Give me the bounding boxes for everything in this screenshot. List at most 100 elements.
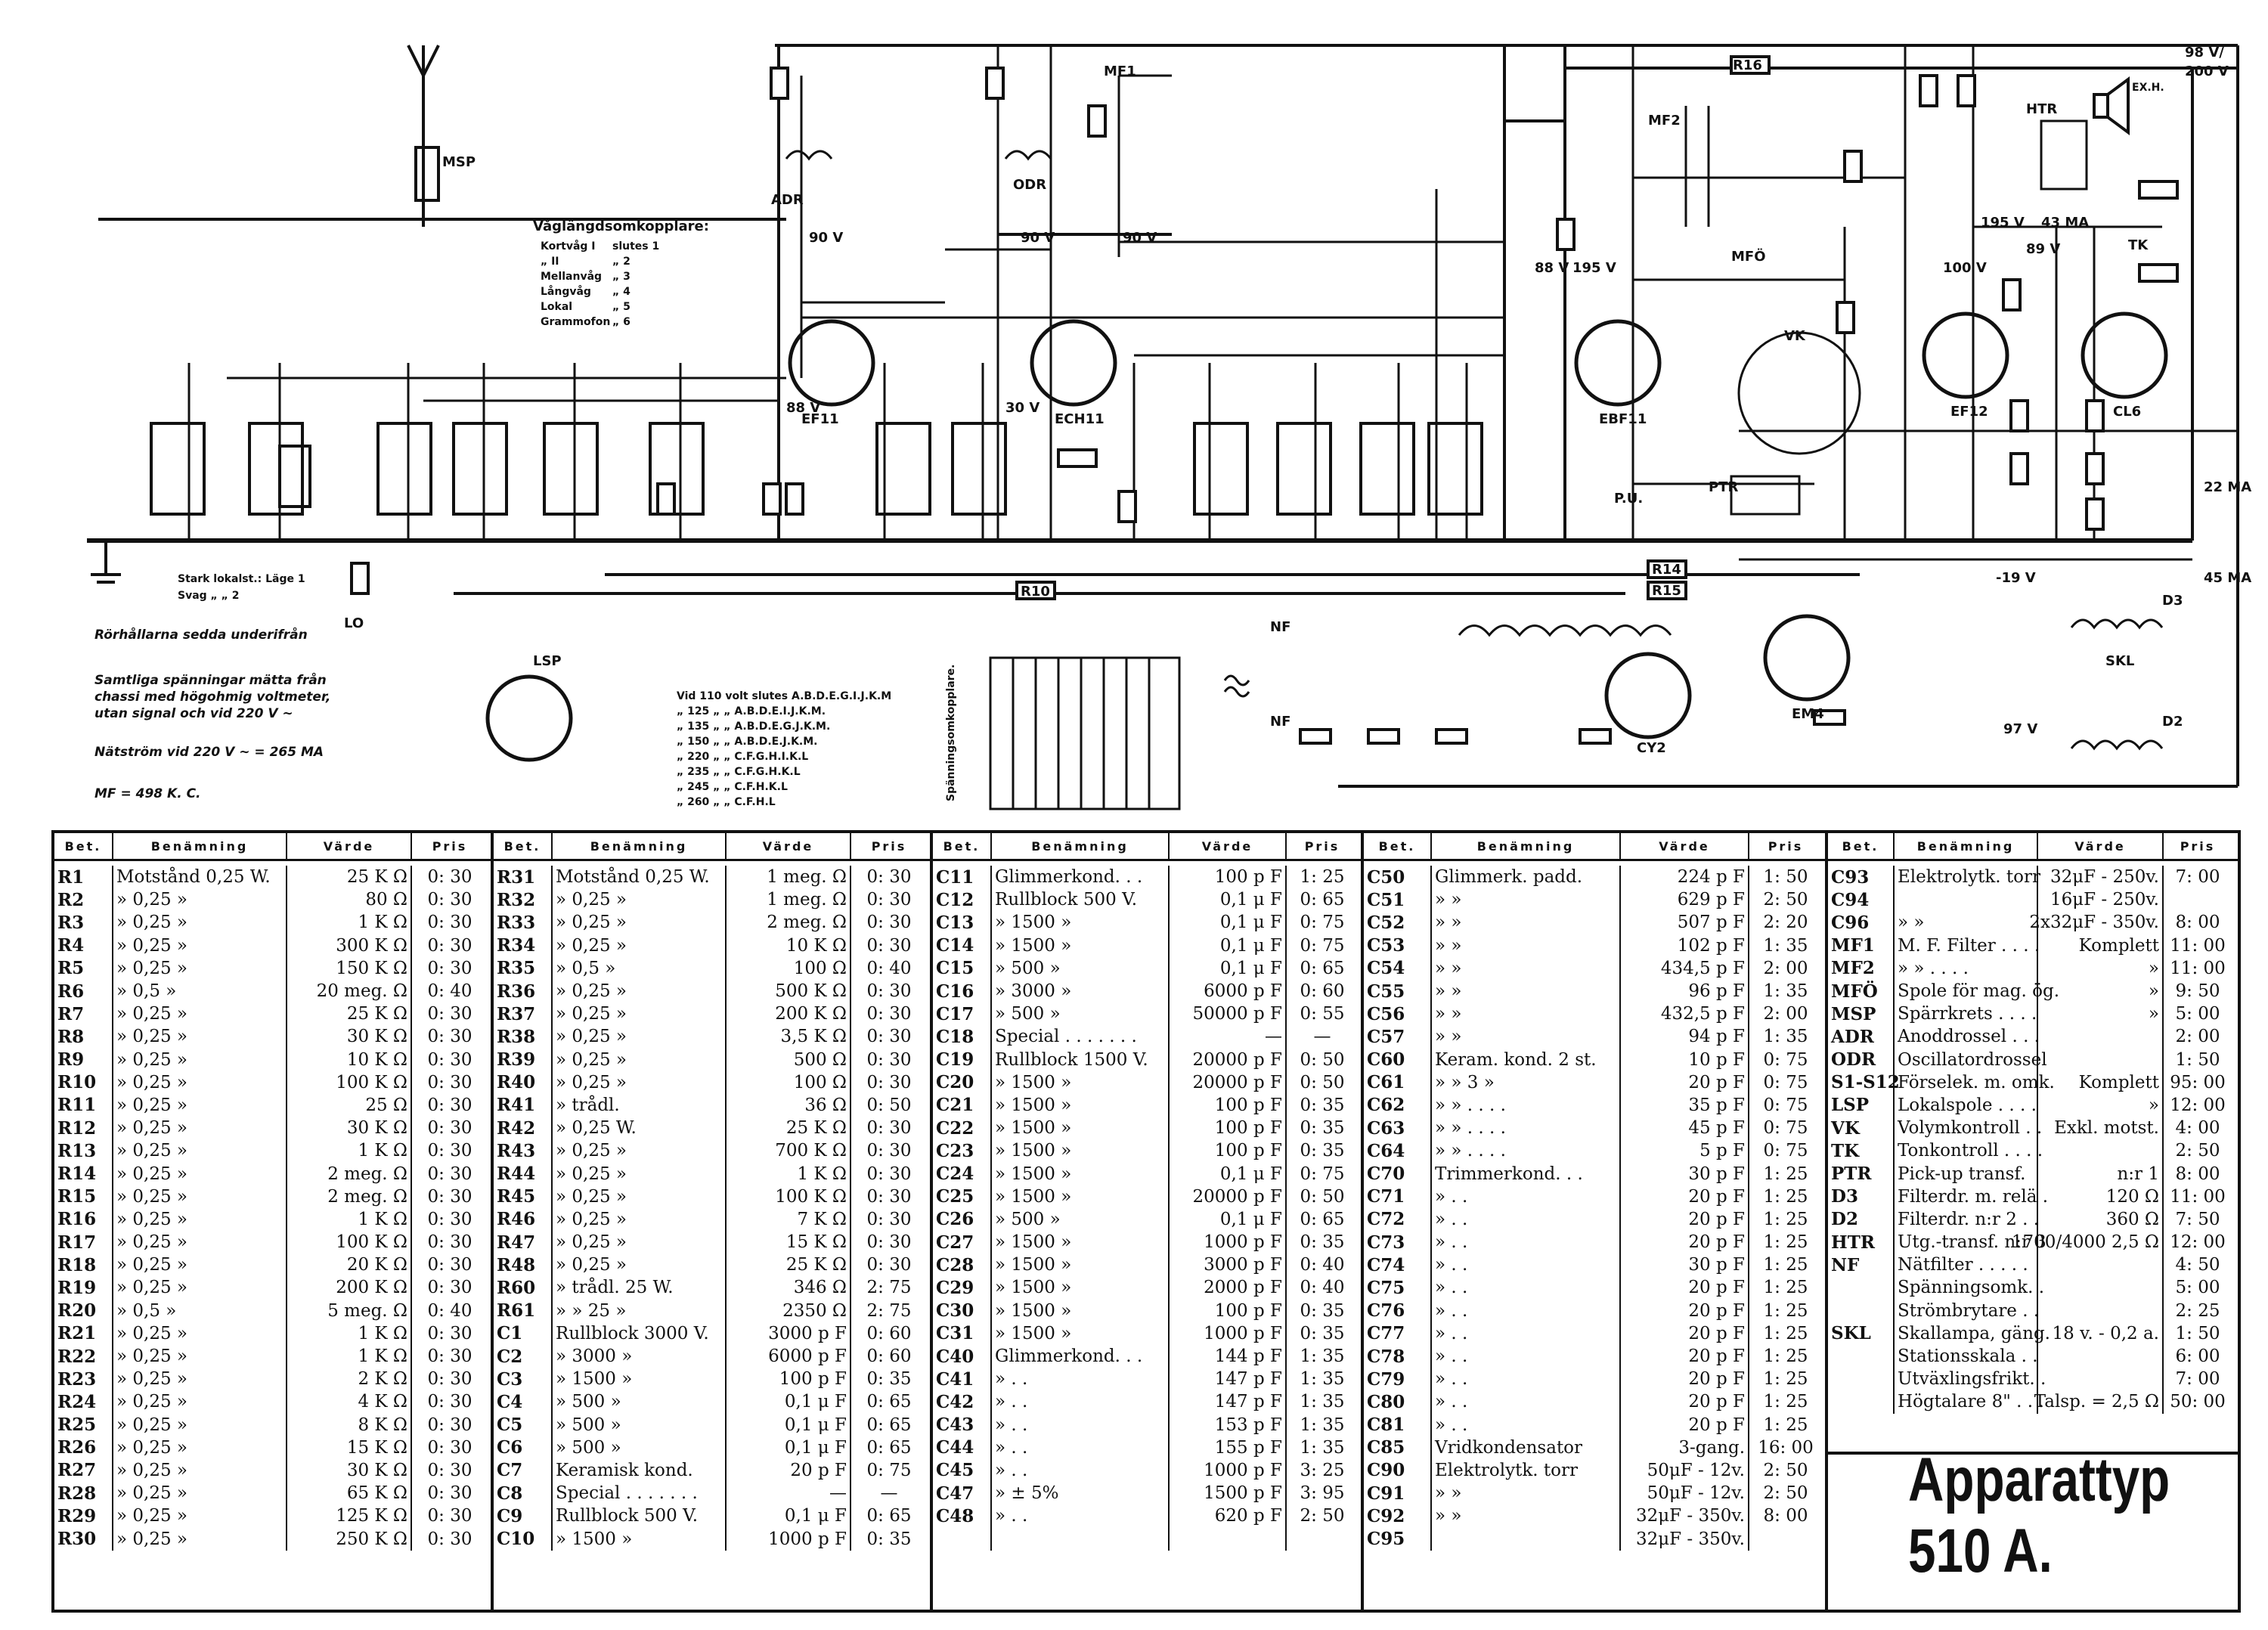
varde-cell: 20 p F xyxy=(1621,1322,1749,1345)
benamning-cell: » 1500 » xyxy=(992,1253,1170,1277)
benamning-cell: » . . xyxy=(992,1368,1170,1391)
benamning-cell: » » xyxy=(1432,911,1621,934)
bet-cell: C23 xyxy=(933,1139,992,1163)
tube-label: CL6 xyxy=(2113,404,2141,420)
bet-cell: C57 xyxy=(1364,1025,1432,1049)
header-cell: Benämning xyxy=(553,833,727,859)
benamning-cell: » 500 » xyxy=(992,1002,1170,1026)
benamning-cell: » 0,25 » xyxy=(553,1048,727,1071)
tube-label: CY2 xyxy=(1637,740,1666,756)
bet-cell: R45 xyxy=(494,1185,553,1208)
pris-cell: 2: 00 xyxy=(1763,958,1808,978)
bet-cell: R22 xyxy=(54,1344,113,1368)
varde-cell: 35 p F xyxy=(1621,1093,1749,1117)
antenna-icon xyxy=(407,45,440,227)
bet-cell: C74 xyxy=(1364,1253,1432,1277)
bet-cell: R18 xyxy=(54,1253,113,1277)
bet-cell: C60 xyxy=(1364,1048,1432,1071)
benamning-cell: » 0,25 » xyxy=(113,1482,287,1505)
pris-cell: 12: 00 xyxy=(2170,1095,2226,1115)
benamning-cell: Motstånd 0,25 W. xyxy=(113,866,287,889)
voltage-label: 100 V xyxy=(1943,260,1987,276)
pris-cell: 0: 65 xyxy=(866,1392,912,1412)
varde-cell: 25 K Ω xyxy=(287,1002,412,1026)
pris-cell: 2: 50 xyxy=(2175,1141,2220,1161)
varde-cell: 3-gang. xyxy=(1621,1436,1749,1459)
varde-cell: 20 p F xyxy=(1621,1344,1749,1368)
table-row: Utväxlingsfrikt. .7: 00 xyxy=(1828,1368,2238,1391)
pris-cell: 0: 30 xyxy=(427,913,472,933)
benamning-cell: » 0,25 » xyxy=(553,1025,727,1049)
varde-cell: » xyxy=(2038,1002,2164,1026)
header-cell: Värde xyxy=(1170,833,1287,859)
varde-cell: 100 K Ω xyxy=(727,1185,851,1208)
bet-cell: R35 xyxy=(494,956,553,980)
varde-cell: 20 p F xyxy=(1621,1368,1749,1391)
pris-cell: 0: 30 xyxy=(427,1004,472,1024)
bet-cell xyxy=(1828,1368,1895,1391)
lokal-note: Stark lokalst.: Läge 1 xyxy=(178,573,305,585)
bet-cell: MF2 xyxy=(1828,956,1895,980)
varde-cell xyxy=(2038,1368,2164,1391)
bet-cell: C20 xyxy=(933,1071,992,1094)
header-cell: Pris xyxy=(871,838,907,854)
header-cell: Bet. xyxy=(494,833,553,859)
bet-cell: C75 xyxy=(1364,1276,1432,1300)
varde-cell: 100 Ω xyxy=(727,956,851,980)
pris-cell: 0: 30 xyxy=(427,1346,472,1367)
bet-cell: R31 xyxy=(494,866,553,889)
selector-text: „ 6 xyxy=(612,316,631,328)
pris-cell: 1: 25 xyxy=(1763,1209,1808,1229)
benamning-cell: » . . xyxy=(992,1504,1170,1528)
benamning-cell: » . . xyxy=(1432,1322,1621,1345)
benamning-cell: Rullblock 500 V. xyxy=(553,1504,727,1528)
pris-cell: 1: 25 xyxy=(1763,1232,1808,1253)
benamning-cell: » 1500 » xyxy=(992,1299,1170,1322)
bet-cell: R1 xyxy=(54,866,113,889)
voltage-label: 88 V xyxy=(1535,260,1569,276)
header-cell: Benämning xyxy=(1895,833,2038,859)
varde-cell: 65 K Ω xyxy=(287,1482,412,1505)
pris-cell: 2: 50 xyxy=(1763,1460,1808,1480)
pris-cell: 0: 30 xyxy=(427,1186,472,1207)
bet-cell: C73 xyxy=(1364,1231,1432,1254)
pris-cell: 0: 40 xyxy=(427,1300,472,1321)
bet-cell: R24 xyxy=(54,1390,113,1414)
benamning-cell: » . . xyxy=(992,1390,1170,1414)
bet-cell: C11 xyxy=(933,866,992,889)
benamning-cell: » 0,25 » xyxy=(553,1231,727,1254)
voltage-switch-illustration xyxy=(989,656,1181,810)
pris-cell: 0: 30 xyxy=(866,1027,912,1047)
pris-cell: 8: 00 xyxy=(1763,1506,1808,1526)
pris-cell: 1: 25 xyxy=(1763,1278,1808,1298)
pris-cell: 0: 30 xyxy=(866,913,912,933)
benamning-cell: » . . xyxy=(1432,1344,1621,1368)
varde-cell: 20 p F xyxy=(1621,1413,1749,1436)
varde-cell: 432,5 p F xyxy=(1621,1002,1749,1026)
pris-cell: 0: 30 xyxy=(427,1415,472,1435)
bet-cell: R13 xyxy=(54,1139,113,1163)
varde-cell: 2 K Ω xyxy=(287,1368,412,1391)
bet-cell: C80 xyxy=(1364,1390,1432,1414)
benamning-cell: » » xyxy=(1432,934,1621,957)
